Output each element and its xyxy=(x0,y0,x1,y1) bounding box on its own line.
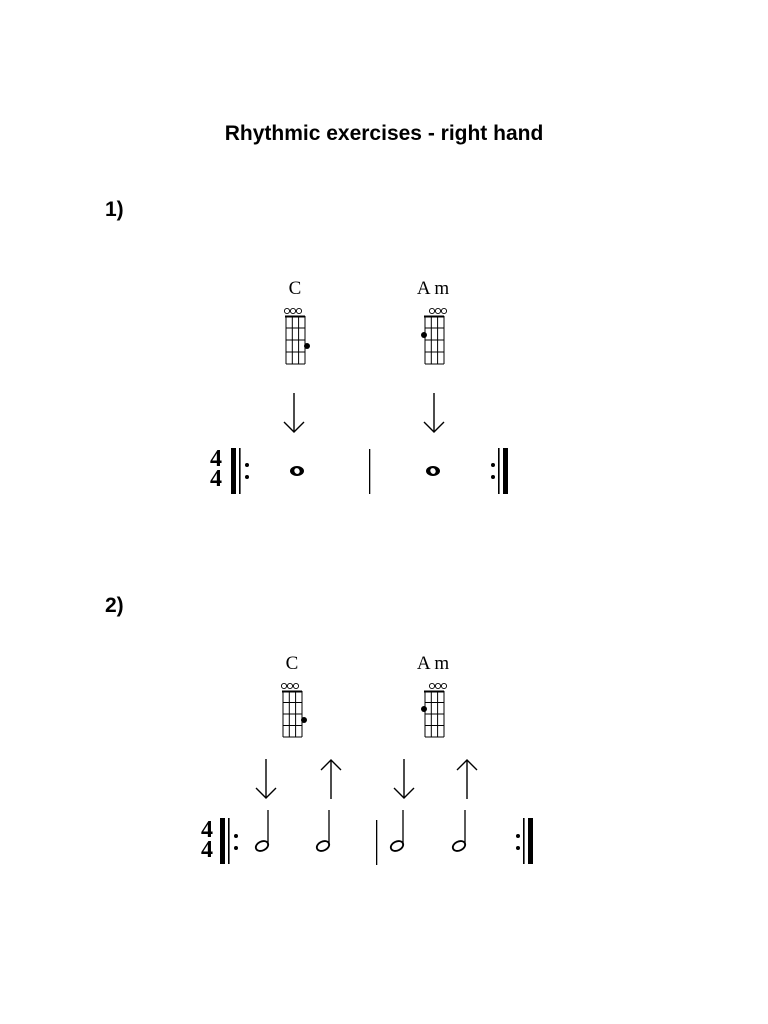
end-repeat-thick-bar xyxy=(503,448,508,494)
exercise-2-time-signature: 4 4 xyxy=(196,817,218,863)
exercise-2-up-arrow-icon xyxy=(456,759,478,799)
exercise-1-time-signature: 4 4 xyxy=(205,446,227,492)
exercise-1-number: 1) xyxy=(105,198,124,221)
exercise-1-chord-am-diagram xyxy=(421,307,448,365)
exercise-1-chord-am-name: A m xyxy=(416,278,450,299)
exercise-2-chord-c-diagram xyxy=(280,682,307,738)
repeat-dot xyxy=(491,463,495,467)
end-repeat-thin-bar xyxy=(523,818,525,864)
time-signature-bottom: 4 xyxy=(201,837,213,863)
repeat-dot xyxy=(245,463,249,467)
bar-line xyxy=(376,820,378,865)
exercise-2-up-arrow-icon xyxy=(320,759,342,799)
end-repeat-thin-bar xyxy=(498,448,500,494)
start-repeat-thin-bar xyxy=(239,448,241,494)
exercise-1-chord-c-name: C xyxy=(288,278,302,299)
start-repeat-thick-bar xyxy=(220,818,225,864)
page-title: Rhythmic exercises - right hand xyxy=(224,122,544,145)
repeat-dot xyxy=(516,834,520,838)
time-signature-top: 4 xyxy=(210,446,222,472)
exercise-2-chord-am-diagram xyxy=(421,682,448,738)
repeat-dot xyxy=(234,846,238,850)
exercise-2-chord-am-name: A m xyxy=(416,653,450,674)
end-repeat-thick-bar xyxy=(528,818,533,864)
exercise-1-down-arrow-icon xyxy=(423,393,445,433)
exercise-1-chord-c-diagram xyxy=(283,307,310,365)
exercise-2-measure xyxy=(220,810,533,865)
exercise-1-measure xyxy=(231,448,508,494)
repeat-dot xyxy=(516,846,520,850)
half-note xyxy=(451,810,467,852)
half-note xyxy=(389,810,405,852)
start-repeat-thick-bar xyxy=(231,448,236,494)
time-signature-bottom: 4 xyxy=(210,466,222,492)
half-note xyxy=(315,810,331,852)
exercise-2-number: 2) xyxy=(105,594,124,617)
bar-line xyxy=(369,449,371,494)
exercise-2-down-arrow-icon xyxy=(393,759,415,799)
repeat-dot xyxy=(491,475,495,479)
repeat-dot xyxy=(234,834,238,838)
half-note xyxy=(254,810,270,852)
repeat-dot xyxy=(245,475,249,479)
exercise-2-down-arrow-icon xyxy=(255,759,277,799)
exercise-2-chord-c-name: C xyxy=(285,653,299,674)
time-signature-top: 4 xyxy=(201,817,213,843)
exercise-1-down-arrow-icon xyxy=(283,393,305,433)
start-repeat-thin-bar xyxy=(228,818,230,864)
